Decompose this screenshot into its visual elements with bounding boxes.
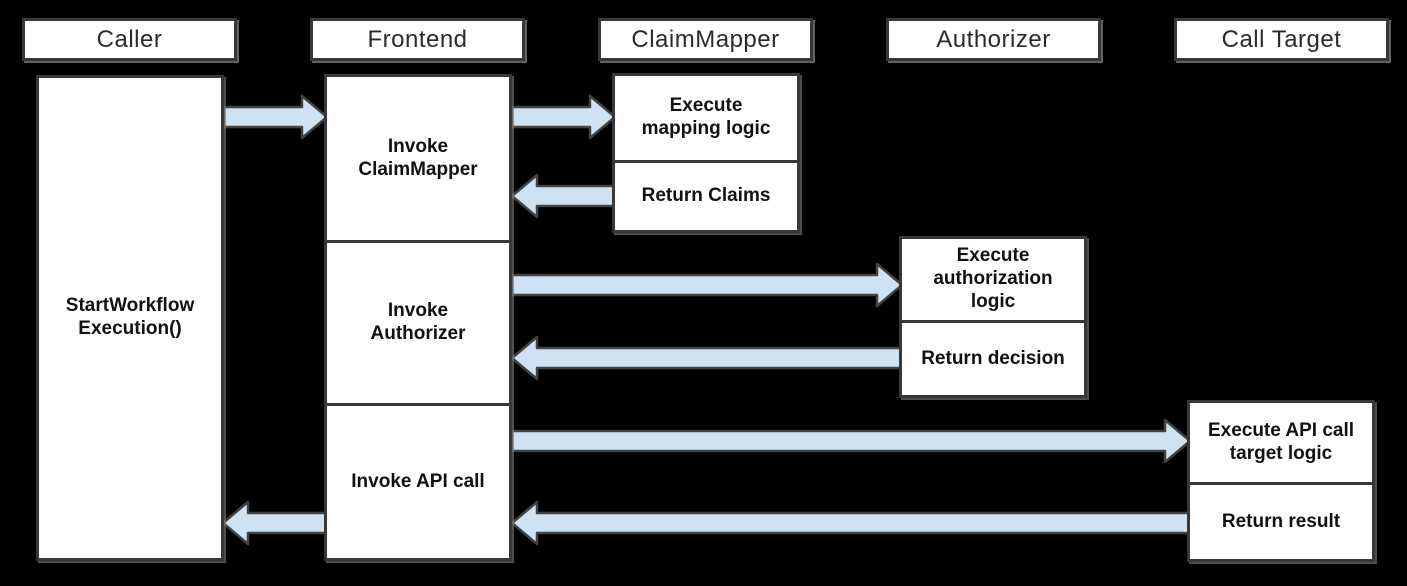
arrow-frontend-to-claimmapper <box>510 94 617 140</box>
arrow-frontend-to-caller <box>221 500 329 546</box>
activity-execute-authorization-logic: Execute authorization logic <box>933 245 1053 312</box>
arrow-frontend-to-authorizer <box>510 262 904 308</box>
activity-box-calltarget: Execute API call target logic Return res… <box>1187 400 1375 562</box>
lane-header-frontend: Frontend <box>310 18 525 61</box>
activity-execute-mapping-logic: Execute mapping logic <box>641 95 771 139</box>
arrow-frontend-to-calltarget <box>510 418 1192 464</box>
activity-invoke-api-call: Invoke API call <box>327 403 509 558</box>
lane-header-authorizer: Authorizer <box>886 18 1101 61</box>
activity-return-claims: Return Claims <box>615 160 797 230</box>
activity-return-result: Return result <box>1190 482 1372 559</box>
arrow-calltarget-to-frontend <box>510 500 1192 546</box>
activity-invoke-authorizer: Invoke Authorizer <box>327 240 509 403</box>
lane-header-claimmapper: ClaimMapper <box>598 18 813 61</box>
activity-box-caller: StartWorkflow Execution() <box>36 75 224 561</box>
lane-header-caller: Caller <box>22 18 237 61</box>
lane-header-calltarget: Call Target <box>1174 18 1389 61</box>
activity-start-workflow-execution: StartWorkflow Execution() <box>65 295 195 339</box>
activity-return-decision: Return decision <box>902 320 1084 395</box>
activity-box-claimmapper: Execute mapping logic Return Claims <box>612 73 800 233</box>
activity-box-frontend: Invoke ClaimMapper Invoke Authorizer Inv… <box>324 74 512 561</box>
activity-box-authorizer: Execute authorization logic Return decis… <box>899 236 1087 398</box>
arrow-authorizer-to-frontend <box>510 335 904 381</box>
arrow-caller-to-frontend <box>222 94 329 140</box>
activity-invoke-claimmapper: Invoke ClaimMapper <box>358 135 478 180</box>
activity-execute-api-call-target-logic: Execute API call target logic <box>1207 419 1355 464</box>
arrow-claimmapper-to-frontend <box>510 173 617 219</box>
